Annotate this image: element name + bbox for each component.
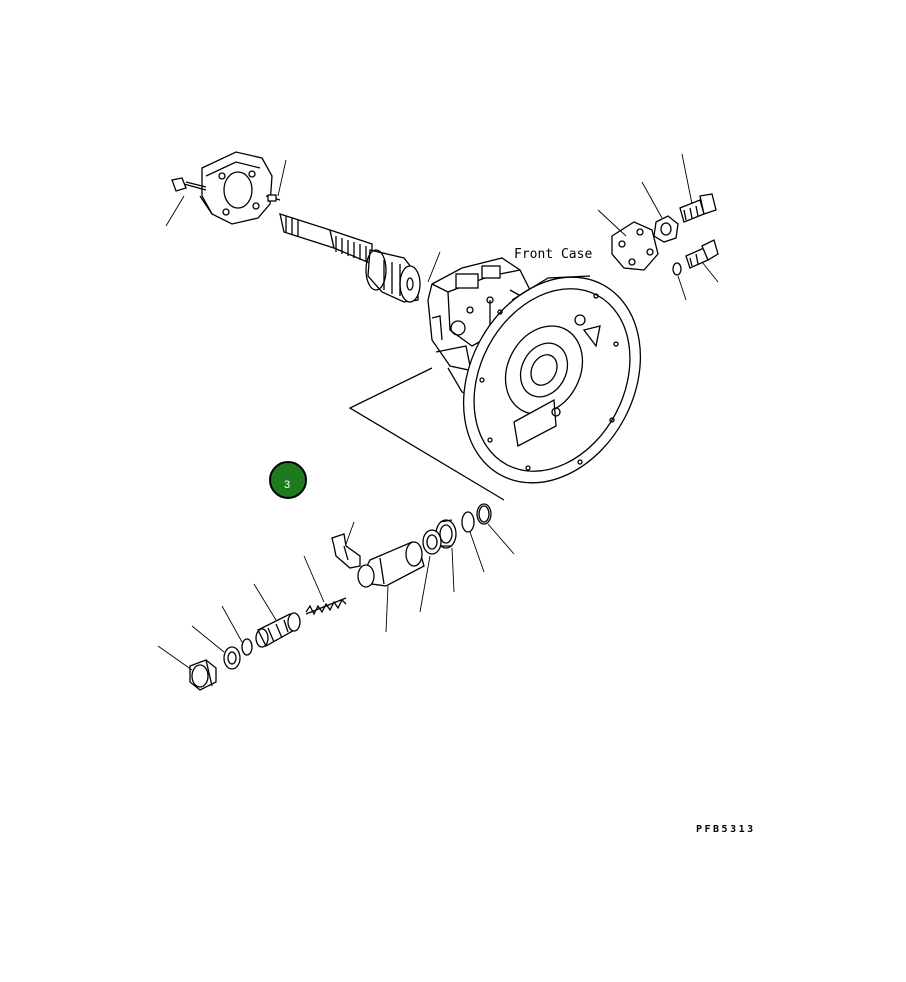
stopper-bracket bbox=[331, 533, 361, 569]
pin bbox=[265, 194, 281, 202]
leader-line bbox=[469, 531, 485, 573]
leader-line bbox=[701, 261, 719, 283]
leader-line bbox=[191, 625, 225, 653]
leader-line bbox=[385, 585, 389, 633]
callout-marker-3[interactable]: 3 bbox=[269, 461, 307, 499]
hex-nut bbox=[653, 215, 679, 243]
leader-line bbox=[427, 251, 441, 283]
leader-line bbox=[303, 555, 325, 603]
leader-line bbox=[677, 275, 687, 301]
exploded-view-bracket bbox=[348, 367, 505, 501]
leader-line bbox=[487, 523, 515, 555]
cap-nut bbox=[189, 659, 217, 691]
o-ring-large bbox=[476, 503, 492, 525]
hex-bolt bbox=[679, 193, 717, 223]
flange-bolt bbox=[171, 177, 207, 192]
leader-line bbox=[277, 159, 287, 197]
plug-bolt bbox=[685, 239, 719, 269]
leader-line bbox=[165, 195, 185, 227]
leader-line bbox=[345, 521, 355, 545]
piston bbox=[357, 541, 425, 588]
front-case bbox=[462, 275, 642, 484]
o-ring-small bbox=[241, 638, 253, 656]
front-case-label: Front Case bbox=[514, 247, 592, 262]
drive-shaft bbox=[279, 213, 421, 303]
seal-washer bbox=[223, 646, 241, 670]
callout-marker-circle[interactable] bbox=[269, 461, 307, 499]
leader-line bbox=[221, 605, 243, 643]
leader-line bbox=[419, 555, 431, 613]
washer bbox=[672, 262, 682, 276]
flange-plate bbox=[199, 151, 273, 225]
backup-ring bbox=[461, 511, 475, 533]
spool bbox=[255, 612, 301, 648]
leader-line bbox=[641, 181, 663, 219]
leader-line bbox=[451, 547, 455, 593]
callout-marker-number: 3 bbox=[284, 479, 290, 491]
leader-line bbox=[253, 583, 277, 621]
drawing-code: PFB5313 bbox=[696, 824, 756, 835]
spring bbox=[305, 597, 347, 616]
leader-line bbox=[597, 209, 627, 237]
leader-line bbox=[157, 645, 193, 671]
leader-line bbox=[681, 153, 693, 205]
seal-ring bbox=[422, 529, 442, 555]
